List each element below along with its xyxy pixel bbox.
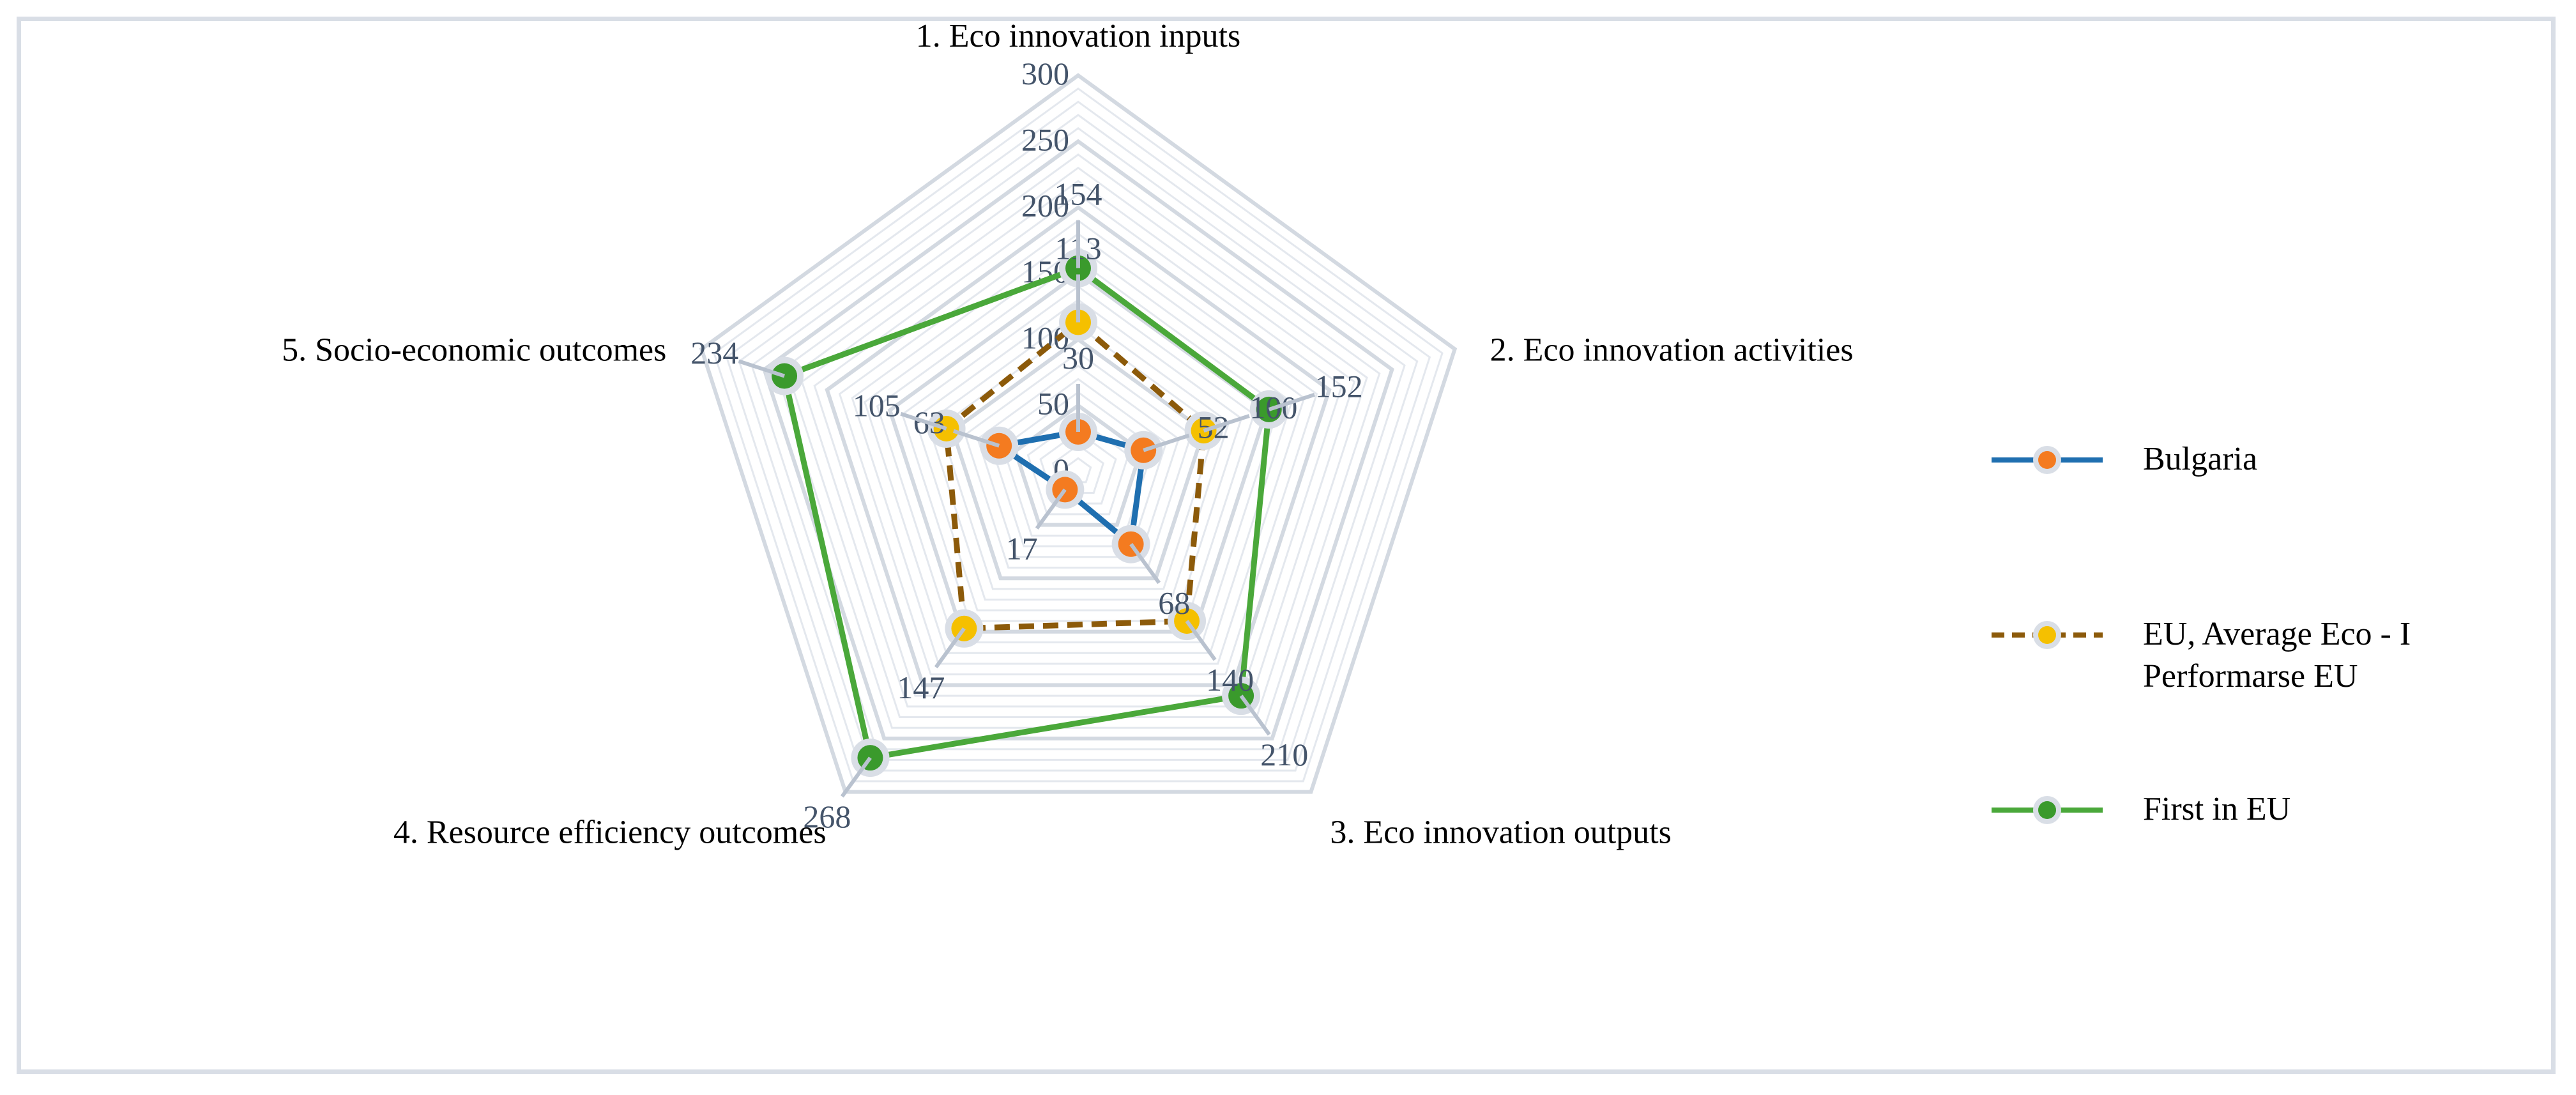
data-label-eu-average-eco-i-performarse-eu: 147 (897, 670, 945, 705)
axis-label-3: 3. Eco innovation outputs (1330, 815, 1671, 851)
data-label-leader (1239, 694, 1271, 736)
grid-ring-minor (788, 166, 1368, 719)
data-label-first-in-eu: 152 (1315, 368, 1363, 404)
data-label-leader (934, 627, 966, 669)
axis-label-5: 5. Socio-economic outcomes (282, 332, 666, 368)
legend-swatch-first-in-eu (1992, 796, 2103, 824)
tick-label: 200 (1021, 188, 1069, 224)
data-label-first-in-eu: 210 (1260, 737, 1308, 772)
grid-ring-minor (838, 219, 1318, 676)
grid-ring-minor (926, 312, 1230, 601)
data-labels: 3052681763113100140147105154152210268234 (690, 176, 1362, 834)
grid-ring-minor (813, 193, 1343, 697)
data-label-first-in-eu: 268 (803, 799, 851, 834)
axis-label-1: 1. Eco innovation inputs (916, 18, 1240, 54)
legend-label-bulgaria: Bulgaria (2143, 441, 2258, 477)
data-label-leader (738, 359, 785, 378)
data-label-first-in-eu: 154 (1055, 176, 1102, 212)
grid-ring-minor (713, 87, 1444, 783)
grid-ring-minor (800, 180, 1356, 708)
axis-label-4: 4. Resource efficiency outcomes (393, 815, 827, 851)
tick-label: 300 (1021, 56, 1069, 91)
data-label-leader (1268, 392, 1316, 411)
grid-ring-minor (913, 298, 1243, 611)
grid-ring-minor (738, 114, 1419, 761)
grid-ring-minor (751, 126, 1406, 751)
data-label-leader (840, 756, 872, 798)
data-label-bulgaria: 30 (1062, 340, 1094, 376)
data-label-eu-average-eco-i-performarse-eu: 140 (1206, 662, 1254, 698)
grid-ring-major (825, 204, 1332, 687)
grid-ring-minor (725, 100, 1431, 772)
data-label-leader (952, 429, 1000, 448)
tick-label: 250 (1021, 121, 1069, 157)
grid-ring-major (950, 337, 1207, 581)
grid-ring-minor (775, 153, 1381, 729)
axis-label-2: 2. Eco innovation activities (1490, 332, 1854, 368)
legend-label-first-in-eu: First in EU (2143, 791, 2291, 827)
legend-label-eu-average-line-2: Performarse EU (2143, 658, 2358, 694)
data-label-eu-average-eco-i-performarse-eu: 105 (853, 387, 901, 423)
data-label-leader (1143, 433, 1190, 452)
tick-label: 50 (1037, 386, 1069, 422)
data-label-leader (1185, 620, 1217, 661)
legend-label-eu-average-line-1: EU, Average Eco - I (2143, 616, 2411, 652)
grid-ring-minor (876, 259, 1281, 644)
axis-labels: 1. Eco innovation inputs 2. Eco innovatio… (282, 18, 1853, 851)
grid-ring-minor (976, 364, 1180, 558)
series-line-first-in-eu (781, 265, 1272, 761)
legend-swatch-eu-average (1992, 621, 2103, 649)
grid-ring-minor (939, 325, 1217, 590)
series-line-eu-average-eco-i-performarse-eu (943, 319, 1207, 632)
chart-frame (17, 17, 2556, 1074)
grid-ring-minor (851, 233, 1306, 665)
data-label-leader (1203, 414, 1250, 433)
grid-ring-minor (964, 351, 1193, 569)
data-label-leader (1129, 542, 1161, 585)
data-label-bulgaria: 68 (1158, 585, 1190, 621)
grid-ring-minor (901, 285, 1255, 622)
data-label-leader (1035, 488, 1067, 530)
grid-ring-minor (864, 245, 1293, 654)
data-label-bulgaria: 17 (1006, 530, 1038, 566)
legend-swatch-bulgaria (1992, 446, 2103, 474)
data-label-leader (900, 411, 947, 431)
data-label-first-in-eu: 234 (690, 335, 738, 371)
grid-ring-major (699, 73, 1458, 794)
grid-ring-minor (1026, 417, 1130, 516)
grid-ring-major (762, 139, 1394, 740)
